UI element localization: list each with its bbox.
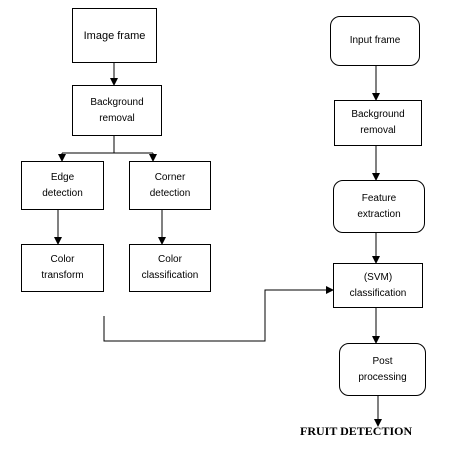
image-frame-box: Image frame [72, 8, 157, 63]
fruit-detection-label: FRUIT DETECTION [300, 424, 413, 438]
color-classification-box: Color classification [129, 244, 211, 292]
post-processing-box: Post processing [339, 343, 426, 396]
color-transform-box: Color transform [21, 244, 104, 292]
edge-detection-box: Edge detection [21, 161, 104, 210]
svm-classification-box: (SVM) classification [333, 263, 423, 308]
feature-extraction-box: Feature extraction [333, 180, 425, 233]
background-removal-box-left: Background removal [72, 85, 162, 136]
background-removal-box-right: Background removal [334, 100, 422, 146]
input-frame-box: Input frame [330, 16, 420, 66]
corner-detection-box: Corner detection [129, 161, 211, 210]
connector-left-branch-to-svm [103, 286, 334, 342]
